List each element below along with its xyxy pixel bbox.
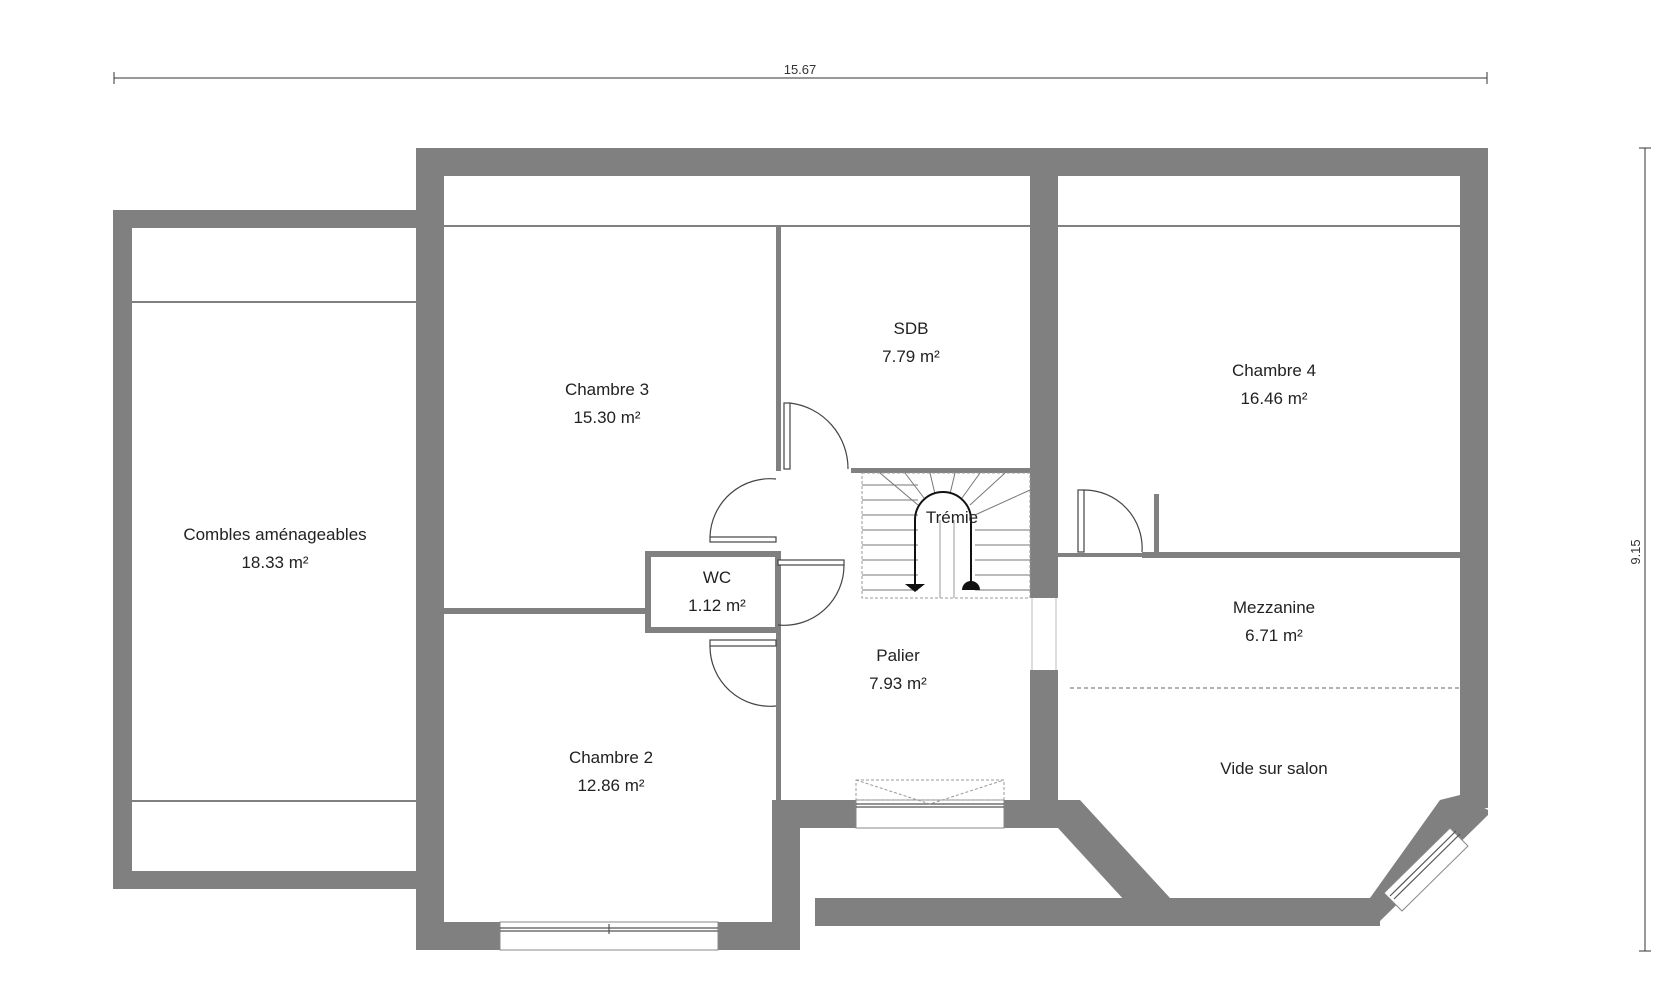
room-name: SDB [894,319,929,338]
windows [499,598,1469,951]
height-dimension-label: 9.15 [1628,539,1643,564]
interior-lines [132,225,1460,802]
room-area: 18.33 m² [241,553,308,572]
staircase [861,472,1031,599]
room-label-vide-sur-salon: Vide sur salon [1220,759,1327,778]
room-name: Chambre 3 [565,380,649,399]
room-area: 1.12 m² [688,596,746,615]
room-area: 6.71 m² [1245,626,1303,645]
height-dimension: 9.15 [1628,147,1651,952]
room-name: Combles aménageables [183,525,366,544]
width-dimension: 15.67 [113,62,1488,84]
exterior-walls [113,148,1488,950]
room-label-chambre-2: Chambre 2 12.86 m² [569,748,653,795]
room-area: 16.46 m² [1240,389,1307,408]
interior-partitions [444,226,1460,800]
room-area: 12.86 m² [577,776,644,795]
room-name: Palier [876,646,920,665]
room-area: 7.79 m² [882,347,940,366]
room-label-wc: WC 1.12 m² [688,568,746,615]
room-label-palier: Palier 7.93 m² [869,646,927,693]
room-label-mezzanine: Mezzanine 6.71 m² [1233,598,1315,645]
room-label-chambre-4: Chambre 4 16.46 m² [1232,361,1316,408]
room-label-chambre-3: Chambre 3 15.30 m² [565,380,649,427]
room-area: 15.30 m² [573,408,640,427]
room-label-combles: Combles aménageables 18.33 m² [183,525,366,572]
room-name: Trémie [926,508,978,527]
room-area: 7.93 m² [869,674,927,693]
room-name: Mezzanine [1233,598,1315,617]
room-label-sdb: SDB 7.79 m² [882,319,940,366]
room-name: Chambre 2 [569,748,653,767]
doors [709,402,1143,707]
room-name: WC [703,568,731,587]
room-name: Vide sur salon [1220,759,1327,778]
room-name: Chambre 4 [1232,361,1316,380]
width-dimension-label: 15.67 [784,62,817,77]
room-label-tremie: Trémie [926,508,978,527]
